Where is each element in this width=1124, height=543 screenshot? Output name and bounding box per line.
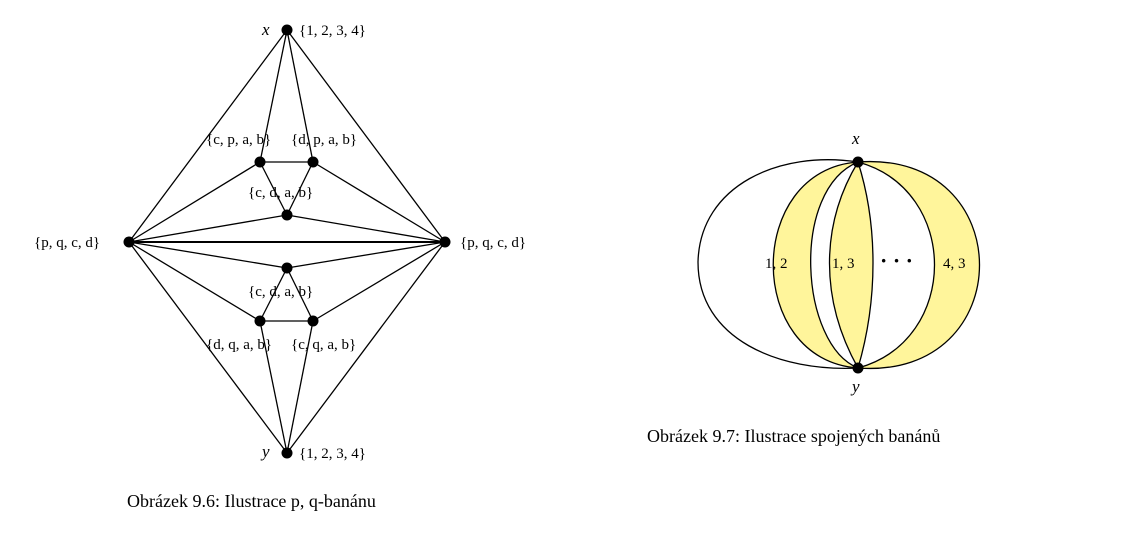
region-label-1-3: 1, 3 xyxy=(832,256,855,272)
outer-loop xyxy=(697,159,859,369)
edge xyxy=(286,29,314,163)
vertex-lower-right xyxy=(307,315,319,327)
vertex-y xyxy=(281,447,293,459)
label-x: x xyxy=(851,129,860,148)
label-upper-left-set: {c, p, a, b} xyxy=(206,132,271,148)
vertex-upper-mid xyxy=(281,209,293,221)
vertex-upper-left xyxy=(254,156,266,168)
edge xyxy=(286,214,446,243)
edge xyxy=(259,320,288,454)
caption-left: Obrázek 9.6: Ilustrace p, q-banánu xyxy=(127,491,376,511)
label-left-set: {p, q, c, d} xyxy=(34,235,100,251)
edge xyxy=(128,214,288,243)
edge xyxy=(286,241,446,454)
vertex-x xyxy=(281,24,293,36)
label-y-set: {1, 2, 3, 4} xyxy=(299,446,366,462)
edge xyxy=(128,161,261,243)
label-right-set: {p, q, c, d} xyxy=(460,235,526,251)
label-lower-mid-set: {c, d, a, b} xyxy=(248,284,313,300)
vertex-upper-right xyxy=(307,156,319,168)
edge xyxy=(312,161,446,243)
label-x: x xyxy=(261,20,270,39)
edge xyxy=(128,241,288,269)
edge xyxy=(312,241,446,322)
edge xyxy=(259,161,288,216)
region-label-4-3: 4, 3 xyxy=(943,256,966,272)
edge xyxy=(286,241,446,269)
banana-region-4-3 xyxy=(857,161,981,369)
label-y: y xyxy=(850,377,860,396)
edge xyxy=(259,29,288,163)
edge xyxy=(286,320,314,454)
caption-right: Obrázek 9.7: Ilustrace spojených banánů xyxy=(647,426,940,446)
edge xyxy=(128,241,288,454)
vertex-right xyxy=(439,236,451,248)
label-lower-left-set: {d, q, a, b} xyxy=(206,337,272,353)
label-lower-right-set: {c, q, a, b} xyxy=(291,337,356,353)
vertex-lower-left xyxy=(254,315,266,327)
region-label-1-2: 1, 2 xyxy=(765,256,788,272)
vertex-y xyxy=(852,362,864,374)
edge xyxy=(128,241,261,322)
edge xyxy=(286,267,314,322)
pq-banana-graph: x {1, 2, 3, 4} y {1, 2, 3, 4} {p, q, c, … xyxy=(34,20,526,462)
joined-bananas-diagram: x y 1, 2 1, 3 · · · 4, 3 xyxy=(697,129,981,396)
ellipsis-dots: · · · xyxy=(880,248,913,273)
vertex-left xyxy=(123,236,135,248)
vertex-x xyxy=(852,156,864,168)
label-upper-right-set: {d, p, a, b} xyxy=(291,132,357,148)
label-upper-mid-set: {c, d, a, b} xyxy=(248,185,313,201)
edge xyxy=(259,267,288,322)
edge xyxy=(286,161,314,216)
banana-region-1-2 xyxy=(772,161,859,369)
edge xyxy=(286,29,446,243)
label-y: y xyxy=(260,442,270,461)
edge xyxy=(128,29,288,243)
label-x-set: {1, 2, 3, 4} xyxy=(299,23,366,39)
vertex-lower-mid xyxy=(281,262,293,274)
